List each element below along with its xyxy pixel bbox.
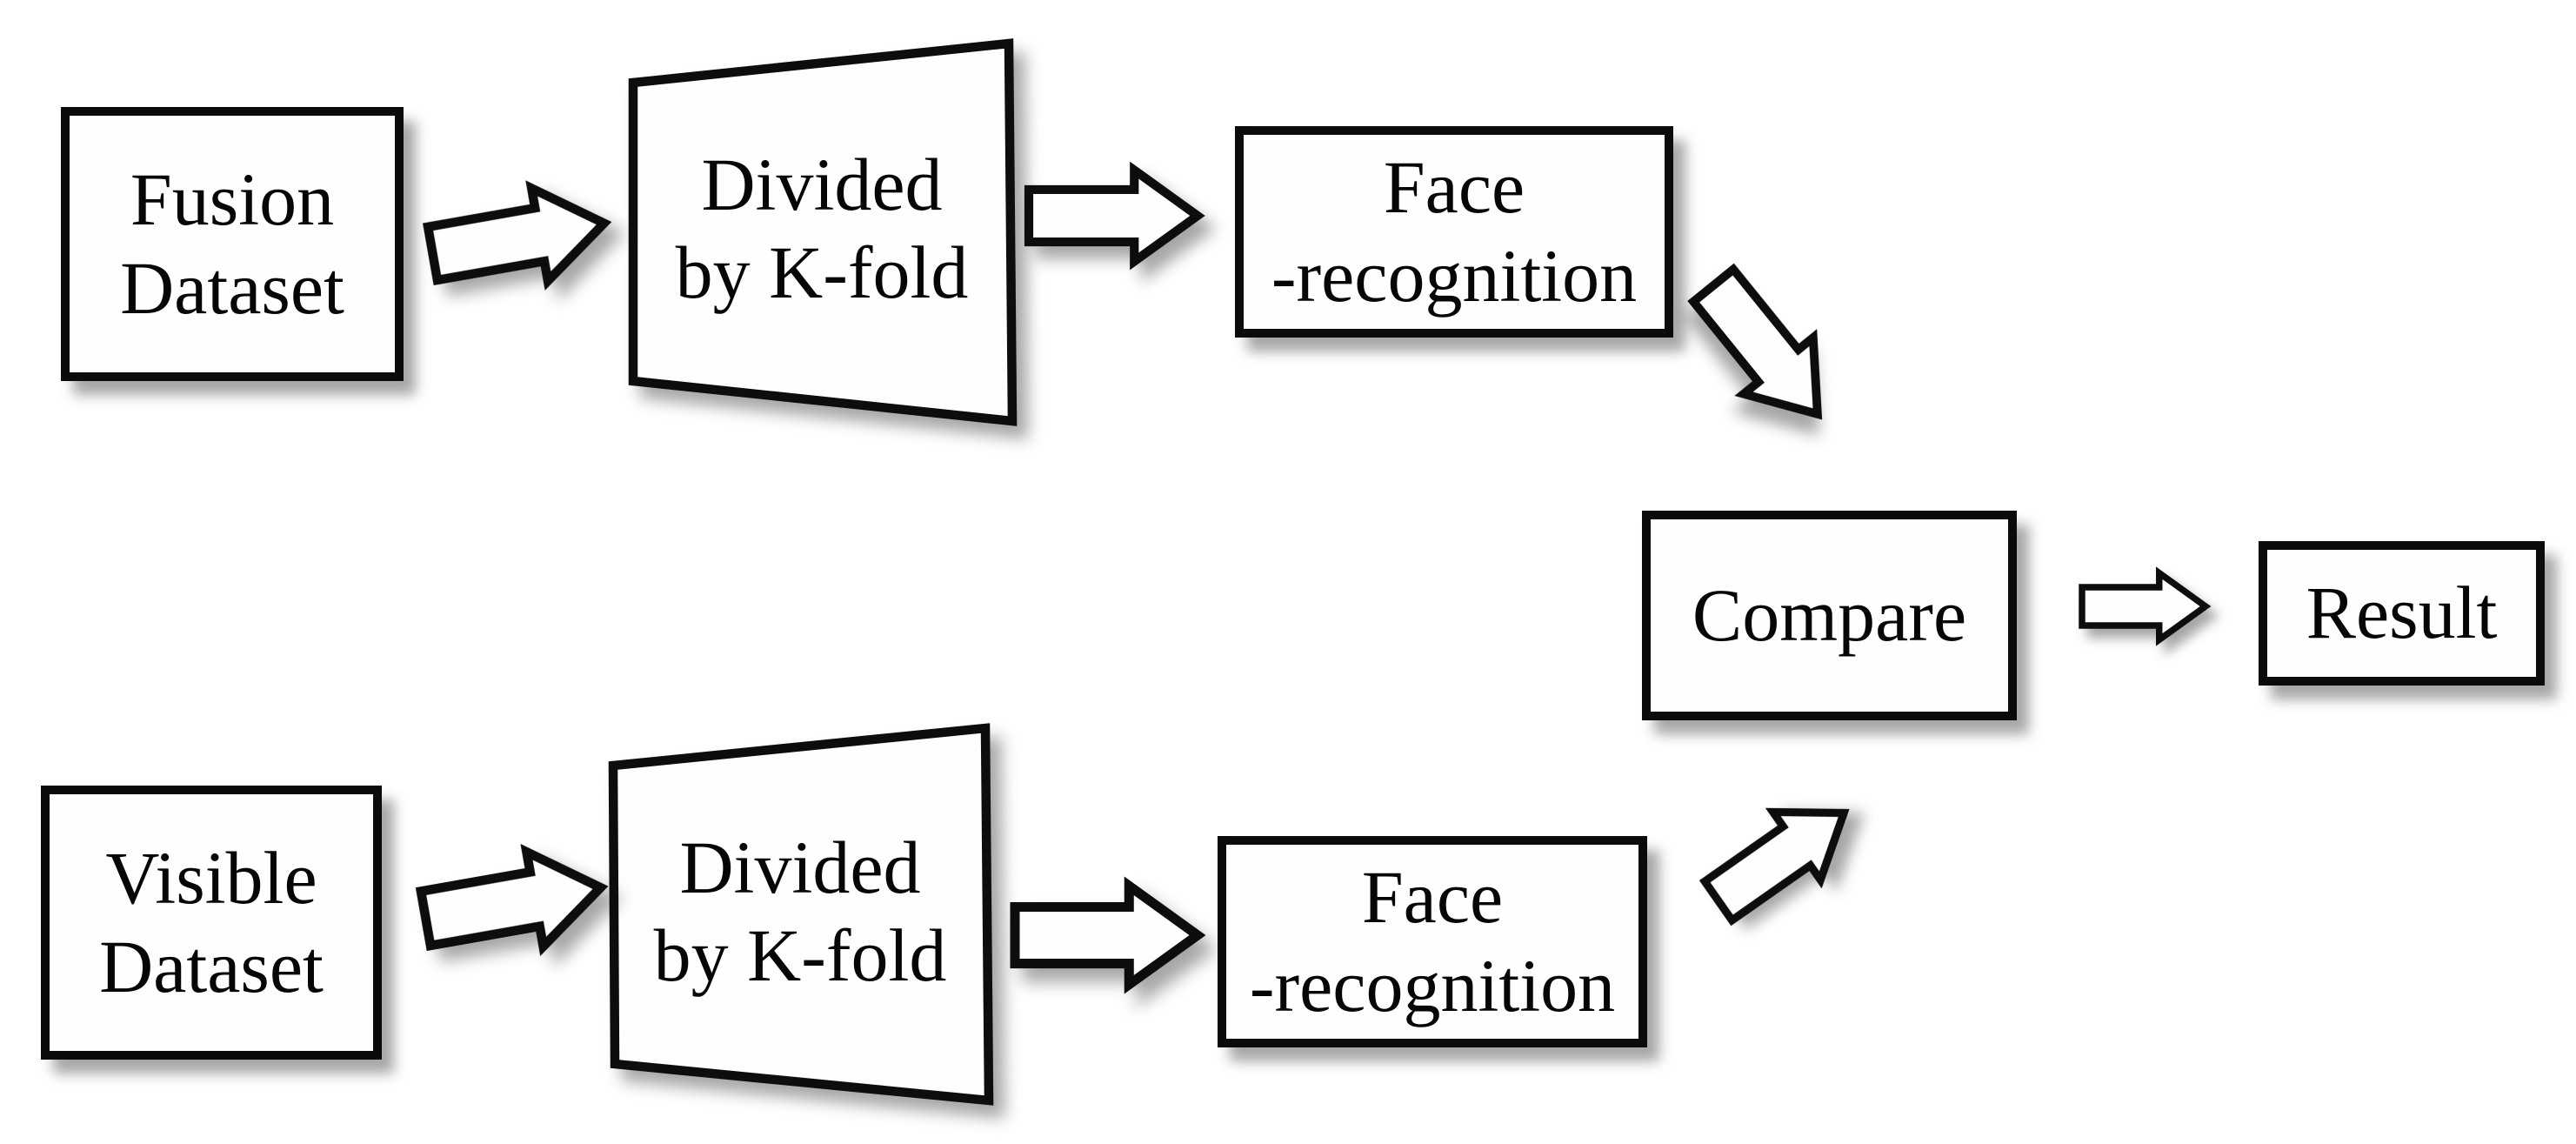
arrow-kfold-to-face-bottom-icon [1015,886,1198,984]
node-compare-label: Compare [1692,572,1967,657]
node-fusion-dataset-label: Fusion Dataset [120,157,344,330]
arrow-face-bottom-to-compare-icon [1695,779,1868,935]
node-face-recognition-bottom: Face -recognition [1218,836,1647,1047]
node-result: Result [2259,541,2545,686]
arrow-fusion-to-kfold-icon [424,177,612,299]
node-divided-by-kfold-bottom-label: Divided by K-fold [653,825,947,997]
node-divided-by-kfold-top: Divided by K-fold [633,137,1011,320]
node-visible-dataset-label: Visible Dataset [99,836,324,1008]
node-visible-dataset: Visible Dataset [41,786,382,1060]
arrow-visible-to-kfold-icon [417,840,609,966]
node-face-recognition-bottom-label: Face -recognition [1249,855,1616,1027]
node-divided-by-kfold-top-label: Divided by K-fold [675,142,969,314]
node-divided-by-kfold-bottom: Divided by K-fold [613,820,987,1003]
arrow-compare-to-result-icon [2082,573,2206,640]
arrow-face-top-to-compare-icon [1678,258,1852,442]
node-face-recognition-top: Face -recognition [1235,126,1673,338]
node-compare: Compare [1642,511,2017,720]
kfold-trapezoid-top [628,38,1018,426]
kfold-trapezoid-bottom [608,723,994,1106]
node-face-recognition-top-label: Face -recognition [1271,145,1638,318]
arrow-kfold-to-face-top-icon [1029,171,1198,262]
node-fusion-dataset: Fusion Dataset [61,107,404,381]
node-result-label: Result [2306,571,2498,655]
